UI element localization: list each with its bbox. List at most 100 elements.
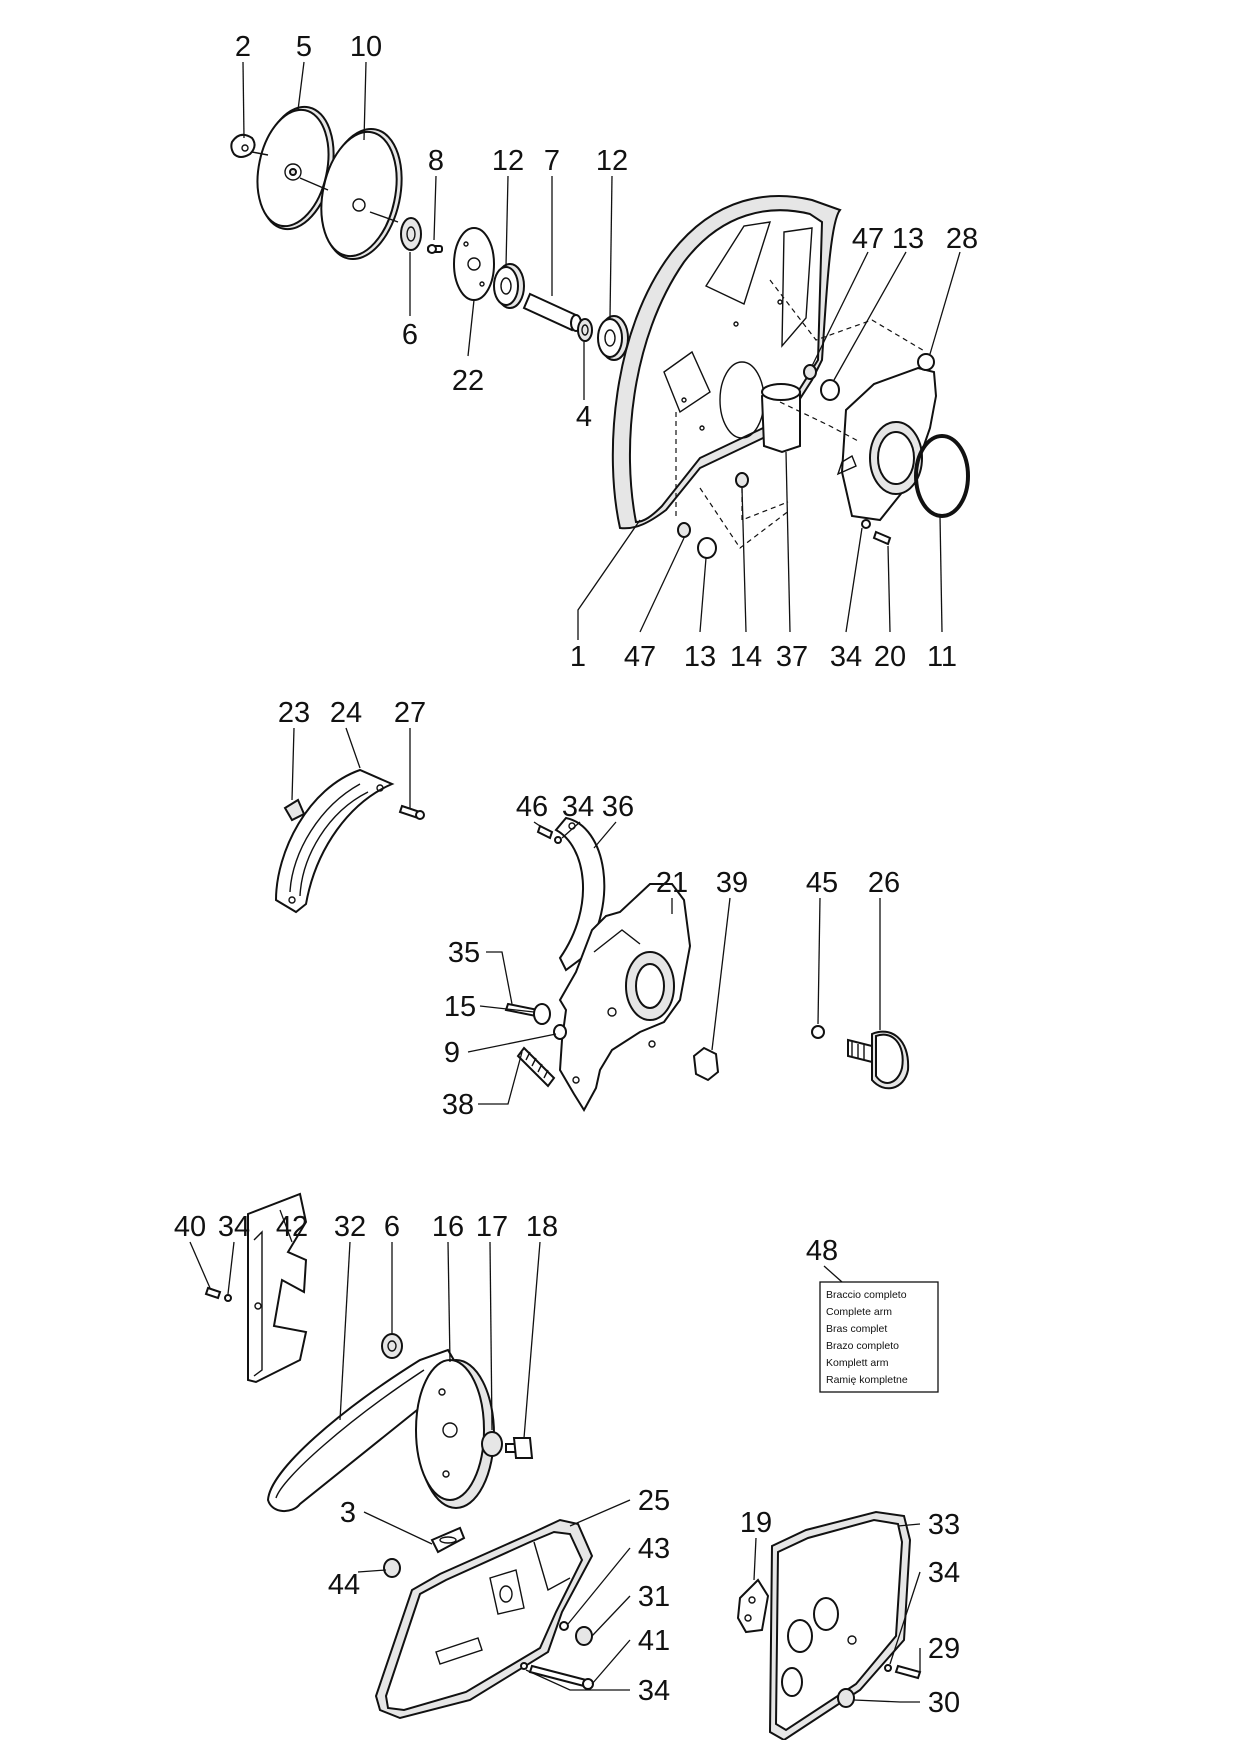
tension-arm-assembly [274,727,910,1112]
part-30-nut [837,1688,855,1708]
callout-23: 23 [278,697,310,729]
callout-10: 10 [350,31,382,63]
callout-41: 41 [638,1625,670,1657]
part-32-drive-belt [266,1348,464,1512]
callout-27: 27 [394,697,426,729]
part-18-bolt [505,1437,534,1459]
part-11-o-ring [914,434,970,518]
legend-line-5: Komplett arm [826,1357,889,1369]
part-40-screw [204,1286,222,1300]
callout-34-belt: 34 [218,1211,250,1243]
part-16-pulley [415,1359,495,1509]
part-47-washer-upper [803,364,817,380]
part-17-washer [481,1431,503,1457]
part-13-washer-upper [820,379,840,401]
part-43-washer [559,1621,569,1631]
callout-47-lower: 47 [624,641,656,673]
blade-guard-assembly [230,61,970,640]
callout-numbers: 2 5 10 8 12 7 12 6 22 4 47 13 28 1 47 13… [174,31,978,1719]
callout-33: 33 [928,1509,960,1541]
callout-36: 36 [602,791,634,823]
callout-12-right: 12 [596,145,628,177]
callout-44: 44 [328,1569,360,1601]
callout-28: 28 [946,223,978,255]
part-26-knob [847,1030,910,1090]
part-41-long-bolt [528,1664,594,1690]
callout-8: 8 [428,145,444,177]
part-4-spacer [577,318,593,342]
callout-40: 40 [174,1211,206,1243]
part-21-arm-plate [558,883,692,1112]
part-22-flange-plate [453,227,495,301]
part-6-washer-belt [381,1333,403,1359]
part-47-washer-lower [677,522,691,538]
callout-38: 38 [442,1089,474,1121]
part-guard-end-cover [836,353,938,522]
callout-24: 24 [330,697,362,729]
callout-47-upper: 47 [852,223,884,255]
part-24-curved-bar [274,768,395,914]
part-2-clip [230,133,256,158]
part-48-legend-box: Braccio completo Complete arm Bras compl… [819,1281,939,1393]
part-39-cap [692,1046,720,1082]
part-33-cover [768,1510,912,1740]
callout-6: 6 [402,319,418,351]
callout-31: 31 [638,1581,670,1613]
part-15-washer [533,1003,551,1025]
legend-line-6: Ramię kompletne [826,1374,908,1386]
part-34-washer-cover [520,1662,528,1670]
part-31-nut [575,1626,593,1646]
callout-43: 43 [638,1533,670,1565]
callout-3: 3 [340,1497,356,1529]
part-8-screw [427,244,443,254]
callout-9: 9 [444,1037,460,1069]
part-46-screw [536,824,554,840]
callout-7: 7 [544,145,560,177]
callout-2: 2 [235,31,251,63]
part-1-blade-guard [611,195,842,530]
legend-line-2: Complete arm [826,1306,892,1318]
part-38-bolt [516,1046,556,1088]
callout-1: 1 [570,641,586,673]
part-34-washer-guard [861,519,871,529]
callout-17: 17 [476,1211,508,1243]
callout-14: 14 [730,641,762,673]
callout-45: 45 [806,867,838,899]
part-19-plate [736,1578,770,1634]
callout-13-lower: 13 [684,641,716,673]
callout-5: 5 [296,31,312,63]
part-13-washer-lower [697,537,717,559]
part-10-inner-flange [320,127,403,261]
part-5-outer-flange [256,105,335,231]
callout-34-right: 34 [928,1557,960,1589]
callout-25: 25 [638,1485,670,1517]
legend-line-1: Braccio completo [826,1289,907,1301]
part-14-nut [735,472,749,488]
part-44-nut [383,1558,401,1578]
callout-48: 48 [806,1235,838,1267]
part-9-washer [553,1024,567,1040]
callout-32: 32 [334,1211,366,1243]
callout-34-guard: 34 [830,641,862,673]
part-3-plate [430,1526,466,1554]
callout-22: 22 [452,365,484,397]
callout-30: 30 [928,1687,960,1719]
part-6-washer [400,217,422,251]
callout-13-upper: 13 [892,223,924,255]
callout-26: 26 [868,867,900,899]
callout-15: 15 [444,991,476,1023]
callout-16: 16 [432,1211,464,1243]
callout-21: 21 [656,867,688,899]
callout-46: 46 [516,791,548,823]
callout-34-cover: 34 [638,1675,670,1707]
part-23-square-nut [283,798,306,822]
callout-20: 20 [874,641,906,673]
callout-34-arm: 34 [562,791,594,823]
legend-line-4: Brazo completo [826,1340,899,1352]
callout-39: 39 [716,867,748,899]
part-7-shaft [522,292,582,332]
callout-29: 29 [928,1633,960,1665]
callout-19: 19 [740,1507,772,1539]
callout-6-belt: 6 [384,1211,400,1243]
